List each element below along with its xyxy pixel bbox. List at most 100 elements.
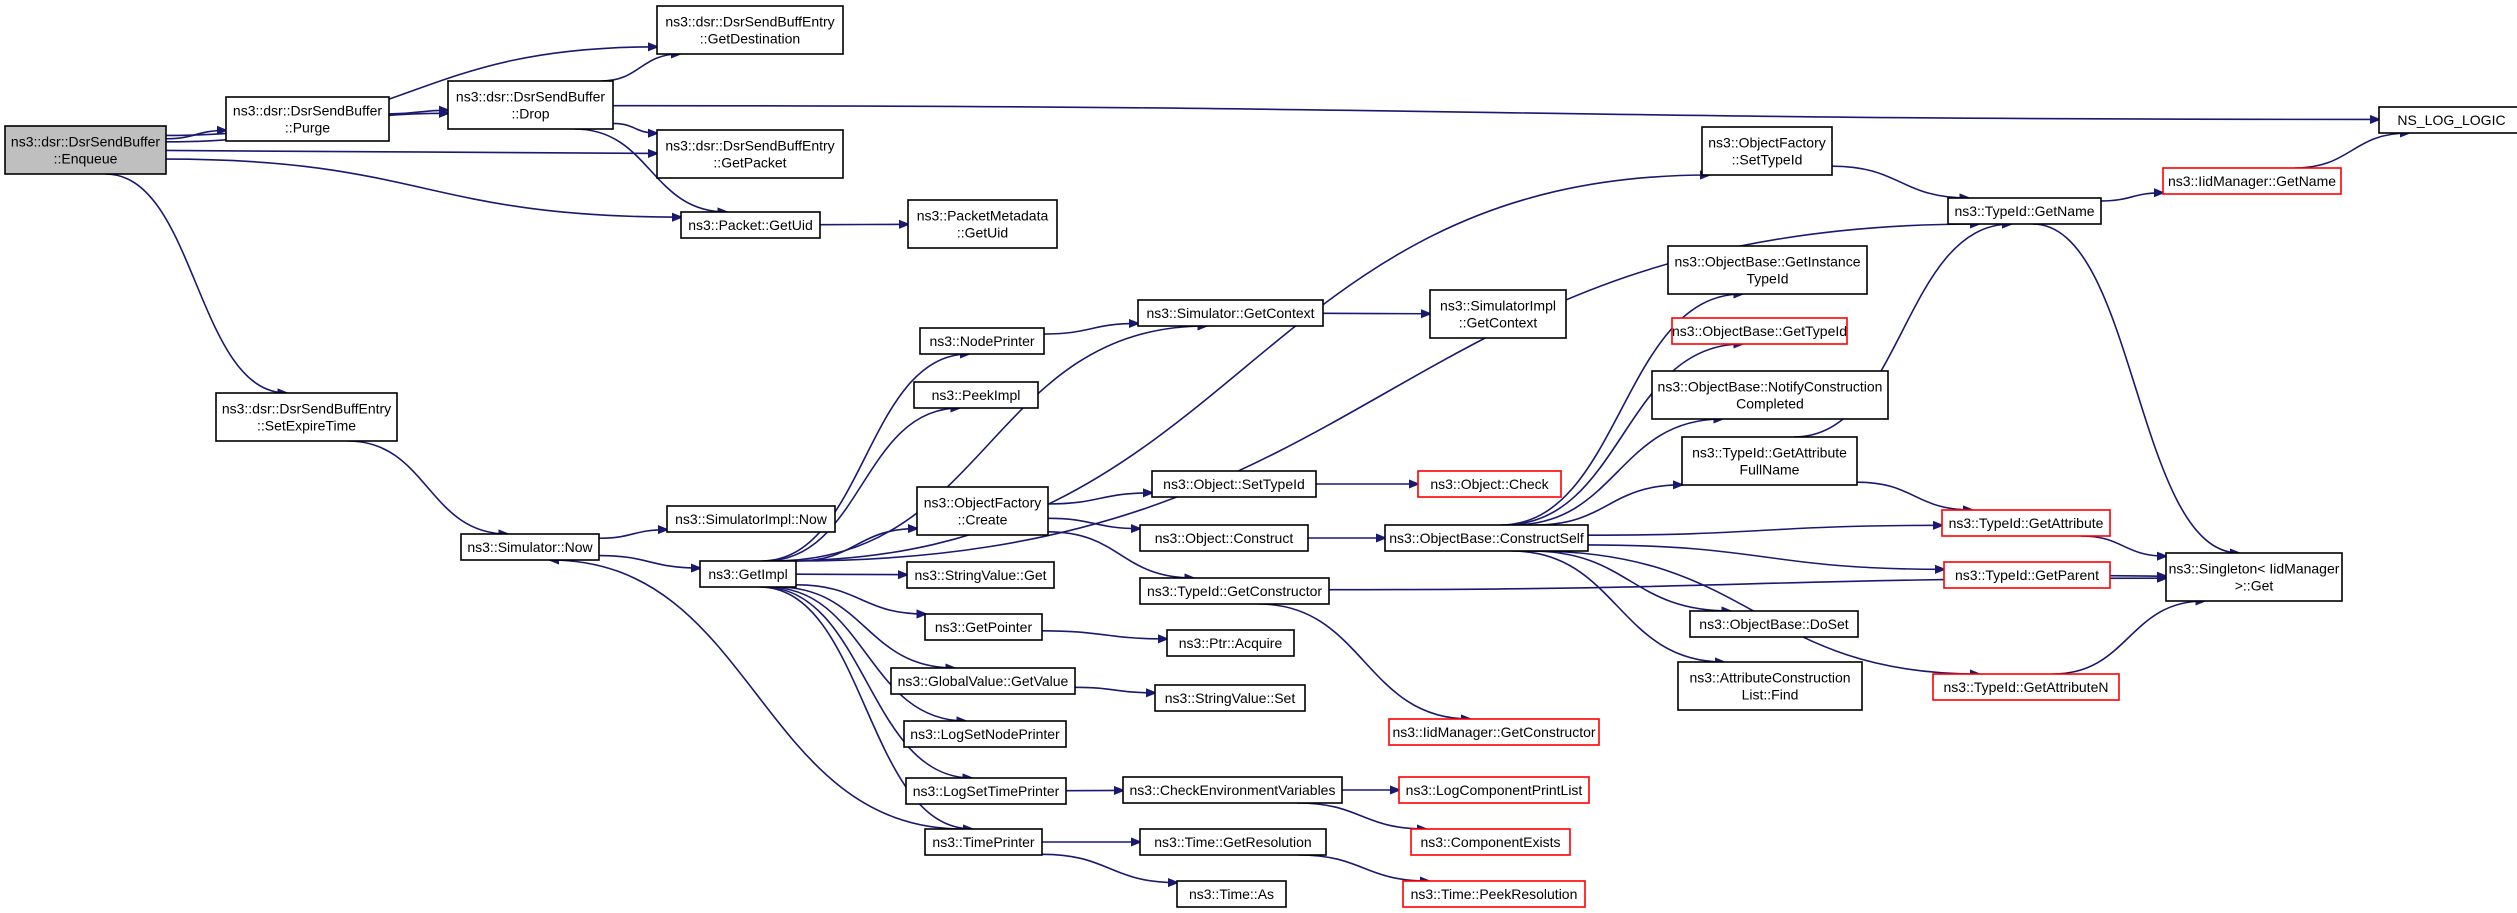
node-box-tidgetattr[interactable] [1941, 509, 2111, 537]
node-strvalset[interactable]: ns3::StringValue::Set [1154, 684, 1306, 712]
node-box-nodeprinter[interactable] [919, 327, 1045, 355]
node-box-tidgetname[interactable] [1947, 197, 2102, 225]
node-box-objcheck[interactable] [1417, 470, 1562, 498]
node-objcheck[interactable]: ns3::Object::Check [1417, 470, 1562, 498]
node-box-compexists[interactable] [1410, 828, 1571, 856]
node-tidgetname[interactable]: ns3::TypeId::GetName [1947, 197, 2102, 225]
node-box-logtimeprinter[interactable] [905, 777, 1067, 805]
node-box-nslog[interactable] [2378, 106, 2517, 134]
node-box-simimplnow[interactable] [666, 505, 836, 533]
node-ptracquire[interactable]: ns3::Ptr::Acquire [1166, 629, 1295, 657]
node-getdest[interactable]: ns3::dsr::DsrSendBuffEntry::GetDestinati… [656, 5, 844, 55]
node-box-obnotify[interactable] [1651, 370, 1889, 420]
node-tidgetattr[interactable]: ns3::TypeId::GetAttribute [1941, 509, 2111, 537]
node-box-timeas[interactable] [1176, 880, 1287, 908]
node-ofcreate[interactable]: ns3::ObjectFactory::Create [916, 486, 1049, 536]
node-box-drop[interactable] [447, 80, 614, 130]
node-setexpire[interactable]: ns3::dsr::DsrSendBuffEntry::SetExpireTim… [215, 392, 398, 442]
node-drop[interactable]: ns3::dsr::DsrSendBuffer::Drop [447, 80, 614, 130]
node-lognodeprinter[interactable]: ns3::LogSetNodePrinter [903, 720, 1067, 748]
node-box-singleton[interactable] [2165, 552, 2343, 602]
node-getpointer[interactable]: ns3::GetPointer [924, 613, 1043, 641]
node-box-getdest[interactable] [656, 5, 844, 55]
node-iidgetname[interactable]: ns3::IidManager::GetName [2162, 167, 2342, 195]
node-box-tidgetconstructor[interactable] [1139, 577, 1330, 605]
node-getpacket[interactable]: ns3::dsr::DsrSendBuffEntry::GetPacket [656, 129, 844, 179]
node-box-iidgetconstructor[interactable] [1388, 718, 1600, 746]
node-box-getpointer[interactable] [924, 613, 1043, 641]
node-box-gvgetvalue[interactable] [890, 667, 1076, 695]
node-tidgetattrn[interactable]: ns3::TypeId::GetAttributeN [1932, 673, 2120, 701]
node-box-peekimpl[interactable] [913, 381, 1039, 409]
node-strvalget[interactable]: ns3::StringValue::Get [906, 561, 1055, 589]
node-box-ofcreate[interactable] [916, 486, 1049, 536]
node-purge[interactable]: ns3::dsr::DsrSendBuffer::Purge [225, 96, 390, 142]
node-iidgetconstructor[interactable]: ns3::IidManager::GetConstructor [1388, 718, 1600, 746]
node-compexists[interactable]: ns3::ComponentExists [1410, 828, 1571, 856]
node-timeas[interactable]: ns3::Time::As [1176, 880, 1287, 908]
node-box-ofsettypeid[interactable] [1701, 126, 1833, 176]
node-checkenv[interactable]: ns3::CheckEnvironmentVariables [1122, 776, 1343, 804]
node-simnow[interactable]: ns3::Simulator::Now [460, 533, 600, 561]
node-box-tidgetparent[interactable] [1943, 561, 2111, 589]
node-tidgetconstructor[interactable]: ns3::TypeId::GetConstructor [1139, 577, 1330, 605]
node-box-objsettypeid[interactable] [1151, 470, 1317, 498]
node-simimplnow[interactable]: ns3::SimulatorImpl::Now [666, 505, 836, 533]
node-singleton[interactable]: ns3::Singleton< IidManager >::Get [2165, 552, 2343, 602]
node-box-pmgetuid[interactable] [907, 199, 1058, 249]
node-simimplgetcontext[interactable]: ns3::SimulatorImpl::GetContext [1429, 289, 1567, 339]
node-simgetcontext[interactable]: ns3::Simulator::GetContext [1137, 299, 1324, 327]
node-nslog[interactable]: NS_LOG_LOGIC [2378, 106, 2517, 134]
node-ofsettypeid[interactable]: ns3::ObjectFactory::SetTypeId [1701, 126, 1833, 176]
node-box-obgettypeid[interactable] [1671, 317, 1848, 345]
node-box-getuid[interactable] [680, 211, 821, 239]
node-box-getimpl[interactable] [699, 560, 797, 588]
node-box-acfind[interactable] [1677, 661, 1863, 711]
node-box-timegetres[interactable] [1139, 828, 1327, 856]
node-box-tidgetattrfull[interactable] [1681, 436, 1858, 486]
node-objsettypeid[interactable]: ns3::Object::SetTypeId [1151, 470, 1317, 498]
node-timegetres[interactable]: ns3::Time::GetResolution [1139, 828, 1327, 856]
node-box-logcompprint[interactable] [1398, 776, 1590, 804]
node-box-strvalset[interactable] [1154, 684, 1306, 712]
node-obnotify[interactable]: ns3::ObjectBase::NotifyConstructionCompl… [1651, 370, 1889, 420]
node-box-objconstruct[interactable] [1139, 524, 1309, 552]
node-box-tidgetattrn[interactable] [1932, 673, 2120, 701]
node-box-simgetcontext[interactable] [1137, 299, 1324, 327]
node-box-checkenv[interactable] [1122, 776, 1343, 804]
node-box-ptracquire[interactable] [1166, 629, 1295, 657]
node-gvgetvalue[interactable]: ns3::GlobalValue::GetValue [890, 667, 1076, 695]
node-box-setexpire[interactable] [215, 392, 398, 442]
node-box-strvalget[interactable] [906, 561, 1055, 589]
node-box-getpacket[interactable] [656, 129, 844, 179]
node-getimpl[interactable]: ns3::GetImpl [699, 560, 797, 588]
node-box-purge[interactable] [225, 96, 390, 142]
node-box-timepeekres[interactable] [1402, 880, 1586, 908]
node-timeprinter[interactable]: ns3::TimePrinter [924, 828, 1043, 856]
node-box-lognodeprinter[interactable] [903, 720, 1067, 748]
node-obgettypeid[interactable]: ns3::ObjectBase::GetTypeId [1671, 317, 1848, 345]
node-getuid[interactable]: ns3::Packet::GetUid [680, 211, 821, 239]
node-box-iidgetname[interactable] [2162, 167, 2342, 195]
node-obconstructself[interactable]: ns3::ObjectBase::ConstructSelf [1384, 524, 1589, 552]
node-tidgetparent[interactable]: ns3::TypeId::GetParent [1943, 561, 2111, 589]
node-box-timeprinter[interactable] [924, 828, 1043, 856]
node-peekimpl[interactable]: ns3::PeekImpl [913, 381, 1039, 409]
node-nodeprinter[interactable]: ns3::NodePrinter [919, 327, 1045, 355]
node-box-obdoset[interactable] [1689, 610, 1859, 638]
node-pmgetuid[interactable]: ns3::PacketMetadata::GetUid [907, 199, 1058, 249]
node-box-simimplgetcontext[interactable] [1429, 289, 1567, 339]
node-logcompprint[interactable]: ns3::LogComponentPrintList [1398, 776, 1590, 804]
node-box-enqueue[interactable] [4, 125, 167, 175]
node-box-obconstructself[interactable] [1384, 524, 1589, 552]
node-obdoset[interactable]: ns3::ObjectBase::DoSet [1689, 610, 1859, 638]
node-box-simnow[interactable] [460, 533, 600, 561]
node-timepeekres[interactable]: ns3::Time::PeekResolution [1402, 880, 1586, 908]
node-box-obgetinstance[interactable] [1667, 245, 1868, 295]
node-objconstruct[interactable]: ns3::Object::Construct [1139, 524, 1309, 552]
node-logtimeprinter[interactable]: ns3::LogSetTimePrinter [905, 777, 1067, 805]
node-enqueue[interactable]: ns3::dsr::DsrSendBuffer::Enqueue [4, 125, 167, 175]
